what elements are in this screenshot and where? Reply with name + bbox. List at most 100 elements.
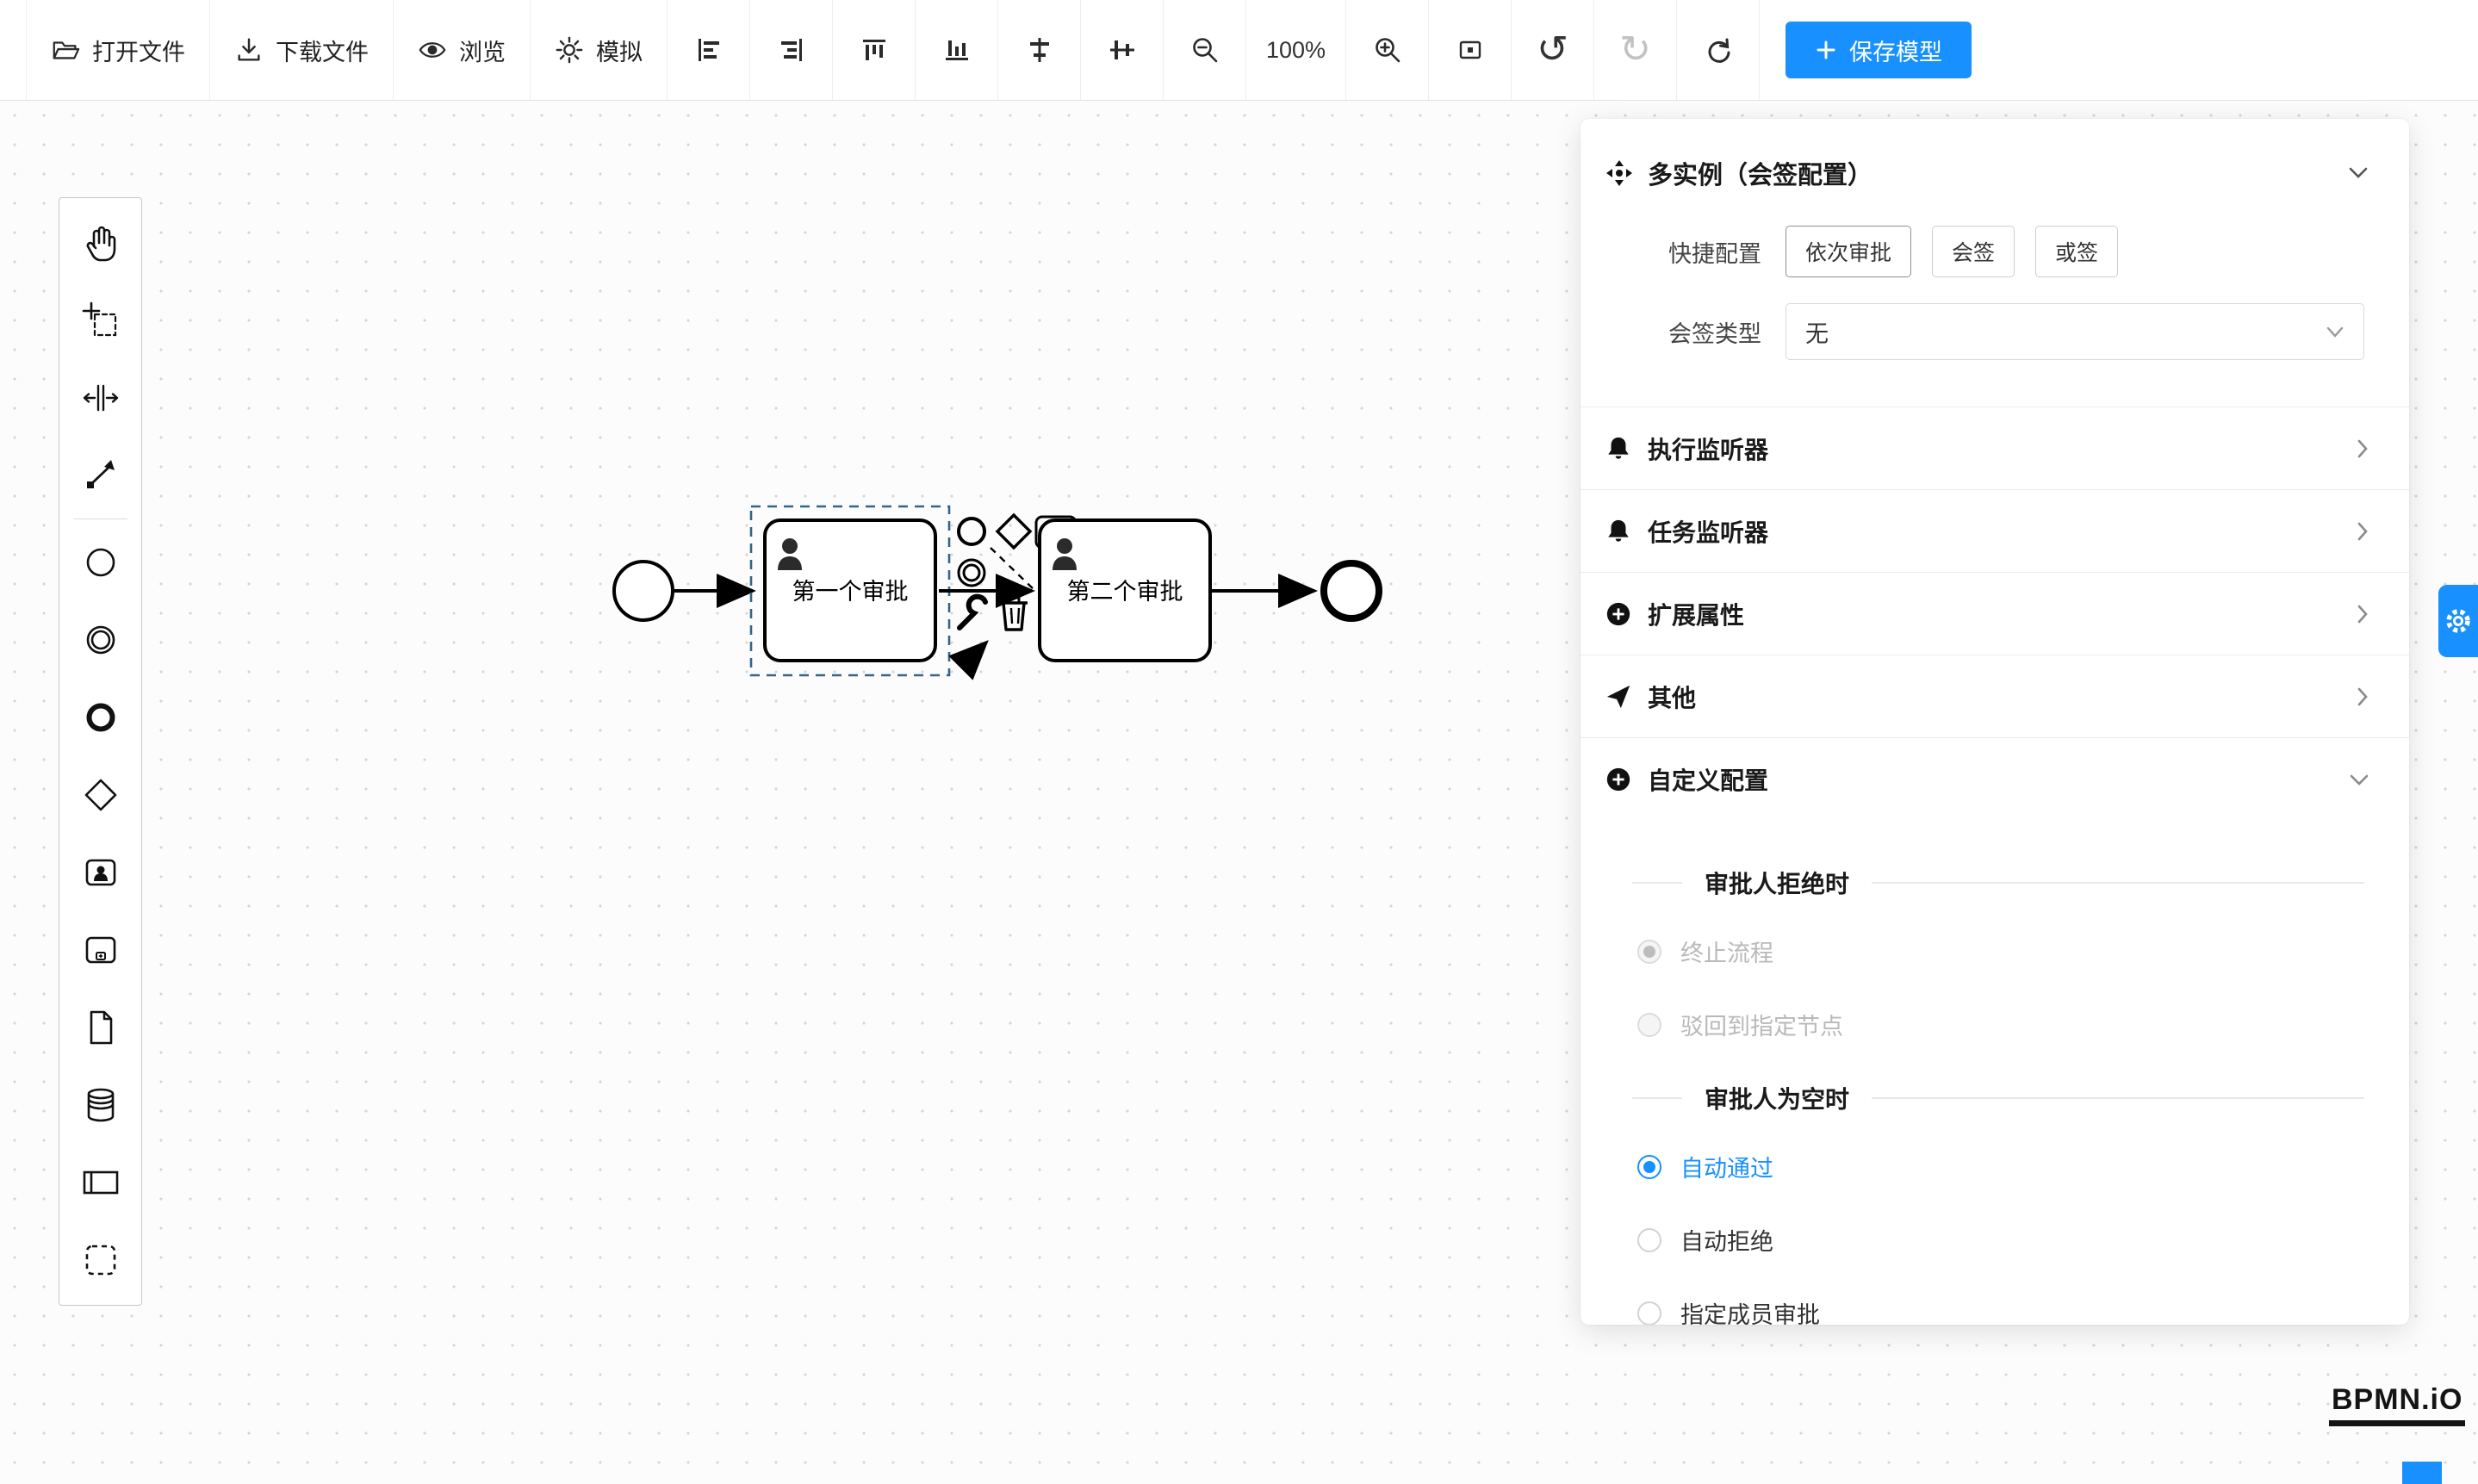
align-middle-icon — [1109, 40, 1134, 59]
zoom-out-button[interactable] — [1164, 0, 1246, 100]
radio-button[interactable] — [1637, 1227, 1661, 1252]
refresh-button[interactable] — [1677, 0, 1760, 100]
zoom-in-icon — [1375, 38, 1400, 63]
chevron-down-icon — [2349, 167, 2368, 178]
intermediate-event-icon — [86, 625, 115, 655]
create-end-event[interactable] — [62, 679, 140, 756]
chevron-right-icon — [2357, 687, 2368, 705]
align-center-icon — [1029, 38, 1049, 62]
preview-button[interactable]: 浏览 — [394, 0, 531, 100]
create-data-object[interactable] — [62, 989, 140, 1066]
start-event[interactable] — [612, 560, 674, 622]
refresh-icon — [1708, 38, 1730, 63]
custom-config-row[interactable]: 自定义配置 — [1581, 738, 2409, 821]
space-tool[interactable] — [62, 359, 140, 437]
divider — [1872, 882, 2364, 884]
download-file-button[interactable]: 下载文件 — [210, 0, 394, 100]
toolbar: 打开文件 下载文件 浏览 模拟 — [0, 0, 2478, 101]
simulate-button[interactable]: 模拟 — [531, 0, 668, 100]
radio-terminate-process[interactable]: 终止流程 — [1637, 934, 2364, 968]
align-center-button[interactable] — [998, 0, 1081, 100]
zoom-in-button[interactable] — [1346, 0, 1429, 100]
radio-assign-member[interactable]: 指定成员审批 — [1637, 1296, 2364, 1325]
panel-title: 多实例（会签配置） — [1648, 162, 1873, 189]
radio-button[interactable] — [1637, 1301, 1661, 1325]
append-intermediate-event-button[interactable] — [957, 558, 986, 587]
delete-trash-button[interactable] — [1000, 596, 1028, 631]
align-top-icon — [862, 40, 885, 60]
align-left-button[interactable] — [668, 0, 750, 100]
create-gateway[interactable] — [62, 756, 140, 834]
data-store-icon — [87, 1088, 114, 1122]
quick-countersign-button[interactable]: 会签 — [1932, 226, 2015, 277]
countersign-type-label: 会签类型 — [1668, 320, 1761, 347]
radio-button[interactable] — [1637, 939, 1661, 964]
gateway-icon — [84, 779, 116, 811]
undo-icon: ↺ — [1537, 28, 1568, 71]
radio-auto-pass[interactable]: 自动通过 — [1637, 1150, 2364, 1183]
hand-tool[interactable] — [62, 204, 140, 282]
lasso-icon — [82, 301, 116, 337]
radio-button[interactable] — [1637, 1012, 1661, 1037]
multi-instance-header[interactable]: 多实例（会签配置） — [1581, 119, 2409, 200]
connect-button[interactable] — [948, 640, 989, 680]
quick-sequential-button[interactable]: 依次审批 — [1786, 226, 1912, 277]
align-left-icon — [698, 39, 719, 61]
align-right-button[interactable] — [750, 0, 833, 100]
radio-reject-to-node[interactable]: 驳回到指定节点 — [1637, 1008, 2364, 1041]
quick-config-label: 快捷配置 — [1668, 240, 1761, 267]
chevron-down-icon — [2350, 774, 2369, 785]
open-file-button[interactable]: 打开文件 — [26, 0, 210, 100]
plus-circle-icon — [1606, 602, 1630, 625]
task-label: 第一个审批 — [792, 579, 909, 605]
create-subprocess[interactable] — [62, 911, 140, 989]
append-end-event-button[interactable] — [957, 517, 986, 546]
fit-viewport-button[interactable] — [1429, 0, 1512, 100]
group-title-text: 审批人拒绝时 — [1705, 871, 1850, 897]
section-label: 执行监听器 — [1648, 436, 1769, 463]
user-task-2[interactable]: 第二个审批 — [1038, 518, 1212, 662]
countersign-type-select[interactable]: 无 — [1786, 303, 2364, 360]
radio-label: 自动通过 — [1680, 1156, 1773, 1182]
other-row[interactable]: 其他 — [1581, 655, 2409, 738]
quick-orsign-button[interactable]: 或签 — [2035, 226, 2119, 277]
align-middle-button[interactable] — [1081, 0, 1164, 100]
radio-button[interactable] — [1637, 1154, 1661, 1179]
undo-button[interactable]: ↺ — [1512, 0, 1594, 100]
create-intermediate-event[interactable] — [62, 601, 140, 679]
save-model-button[interactable]: 保存模型 — [1786, 22, 1972, 78]
folder-icon — [53, 41, 80, 59]
simulate-label: 模拟 — [596, 39, 643, 65]
align-bottom-button[interactable] — [916, 0, 998, 100]
append-gateway-button[interactable] — [995, 512, 1033, 550]
global-connect-tool[interactable] — [62, 437, 140, 514]
create-data-store[interactable] — [62, 1066, 140, 1144]
replace-wrench-button[interactable] — [957, 593, 988, 630]
execution-listener-row[interactable]: 执行监听器 — [1581, 407, 2409, 490]
section-label: 其他 — [1648, 684, 1697, 711]
end-event[interactable] — [1320, 560, 1382, 622]
extension-properties-row[interactable]: 扩展属性 — [1581, 573, 2409, 655]
redo-button[interactable]: ↻ — [1594, 0, 1677, 100]
section-label: 扩展属性 — [1648, 601, 1745, 629]
radio-label: 自动拒绝 — [1680, 1229, 1773, 1255]
gear-icon — [2446, 609, 2470, 633]
create-user-task[interactable] — [62, 834, 140, 911]
create-participant[interactable] — [62, 1144, 140, 1221]
quick-config-row: 快捷配置 依次审批 会签 或签 — [1641, 226, 2364, 277]
radio-auto-reject[interactable]: 自动拒绝 — [1637, 1223, 2364, 1257]
align-top-button[interactable] — [833, 0, 916, 100]
create-group[interactable] — [62, 1221, 140, 1299]
user-icon — [1053, 538, 1077, 570]
lasso-tool[interactable] — [62, 282, 140, 359]
create-start-event[interactable] — [62, 524, 140, 601]
bell-icon — [1608, 519, 1629, 542]
download-file-label: 下载文件 — [276, 39, 369, 65]
task-listener-row[interactable]: 任务监听器 — [1581, 490, 2409, 573]
group-title-text: 审批人为空时 — [1705, 1086, 1850, 1113]
user-task-1[interactable]: 第一个审批 — [763, 518, 937, 662]
settings-side-tab[interactable] — [2438, 585, 2478, 657]
chevron-right-icon — [2357, 522, 2368, 540]
association-dashed-line — [990, 547, 1038, 593]
